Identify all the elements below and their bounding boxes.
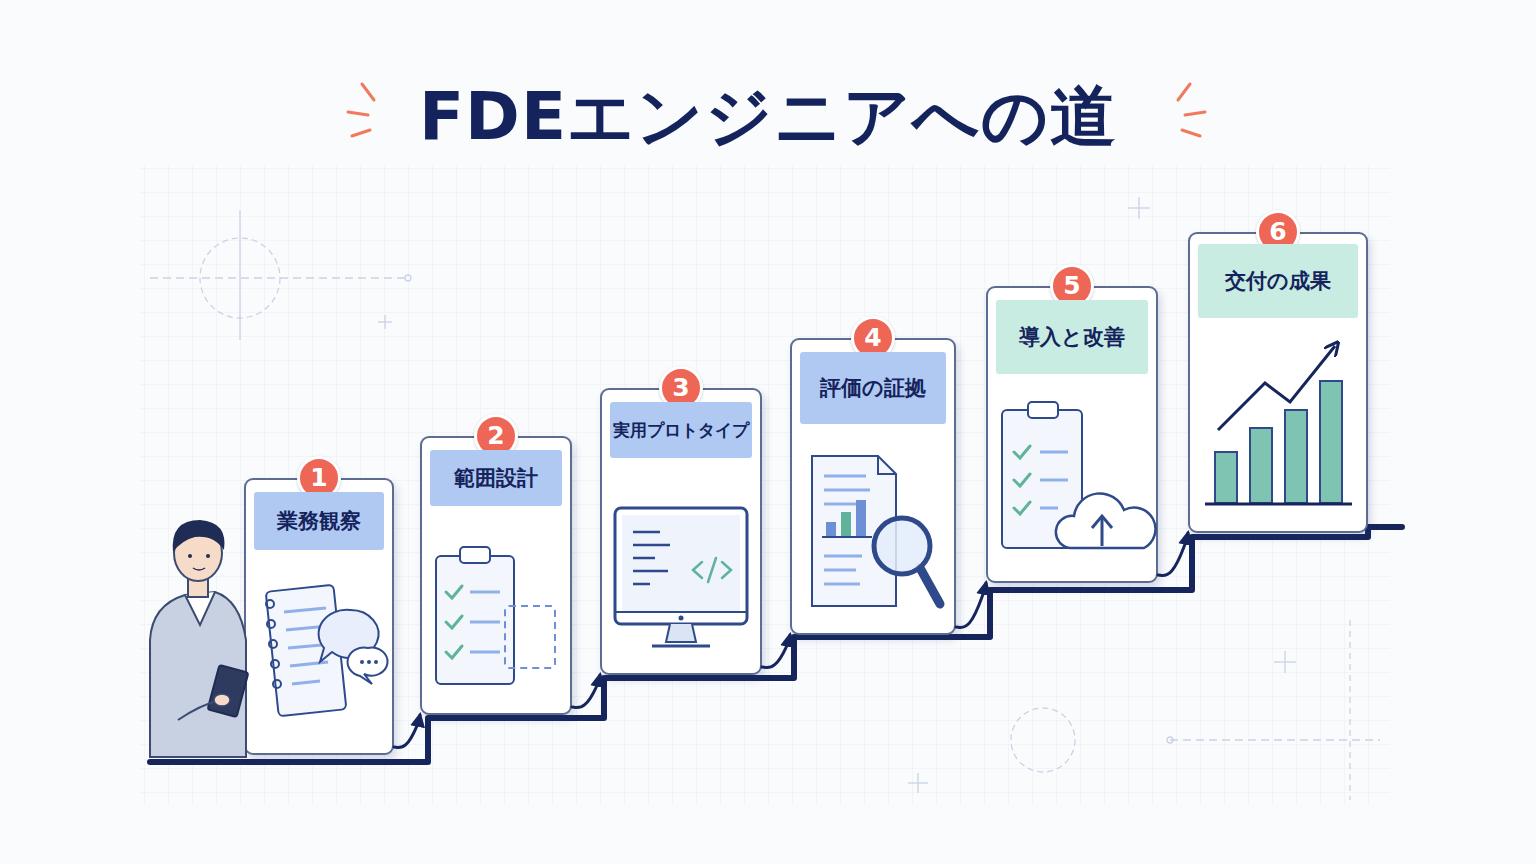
- growth-chart-icon: [1205, 346, 1352, 504]
- label-band: 評価の証拠: [800, 352, 946, 424]
- label-band: 範囲設計: [430, 450, 562, 506]
- step-label: 実用プロトタイプ: [613, 419, 749, 442]
- step-label: 範囲設計: [454, 464, 538, 492]
- step-card: 4評価の証拠: [790, 338, 956, 635]
- connector-layer: [394, 533, 1188, 748]
- label-band: 導入と改善: [996, 300, 1148, 374]
- step-arrow: [572, 675, 600, 708]
- step-label: 導入と改善: [1019, 323, 1125, 351]
- label-band: 業務観察: [254, 492, 384, 550]
- step-label: 交付の成果: [1225, 267, 1331, 295]
- engineer-figure: [150, 520, 248, 757]
- step-label: 評価の証拠: [820, 374, 926, 402]
- step-label: 業務観察: [277, 507, 361, 535]
- label-band: 実用プロトタイプ: [610, 402, 752, 458]
- clipboard-icon: [436, 547, 555, 684]
- step-card: 2範囲設計: [420, 436, 572, 715]
- decoration: [150, 197, 1380, 800]
- diagram-title: FDEエンジニアへの道: [0, 72, 1536, 162]
- step-arrow: [394, 715, 420, 748]
- step-card: 5導入と改善: [986, 286, 1158, 583]
- step-arrow: [1158, 533, 1188, 576]
- notebook-icon: [266, 585, 388, 716]
- step-arrow: [762, 635, 790, 668]
- step-card: 3実用プロトタイプ: [600, 388, 762, 675]
- step-card: 6交付の成果: [1188, 232, 1368, 533]
- step-card: 1業務観察: [244, 478, 394, 755]
- label-band: 交付の成果: [1198, 244, 1358, 318]
- deploy-icon: [1002, 402, 1155, 548]
- step-arrow: [956, 583, 986, 628]
- report-icon: [812, 456, 940, 606]
- monitor-icon: [615, 508, 747, 646]
- grid: [140, 165, 1390, 805]
